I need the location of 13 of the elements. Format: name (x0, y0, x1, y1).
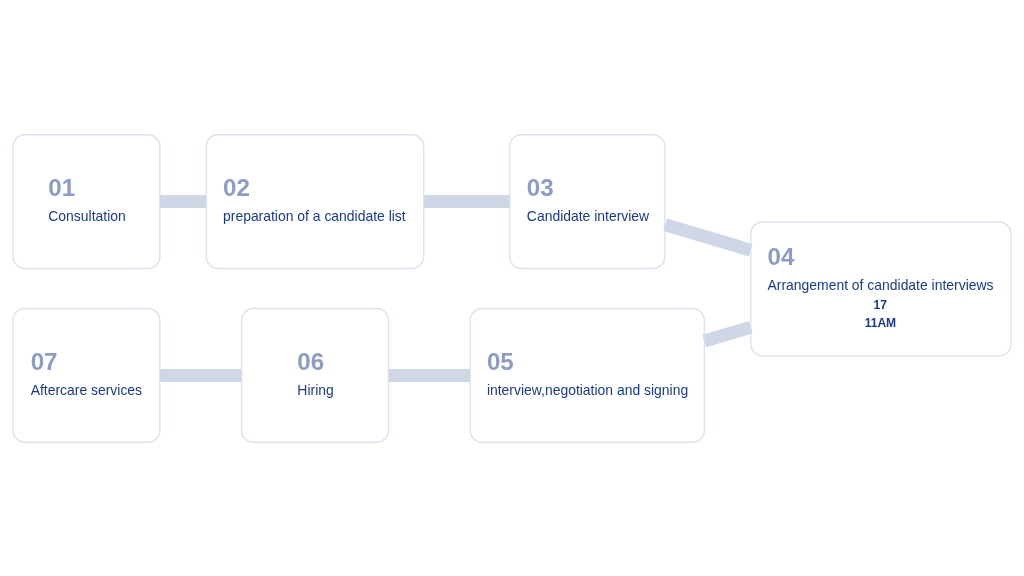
connector (702, 320, 753, 347)
node-box: 02 preparation of a candidate list (205, 133, 425, 269)
node-box: 06 Hiring (240, 307, 390, 443)
node-box: 03 Candidate interview (509, 133, 666, 269)
node-box: 07 Aftercare services (12, 307, 161, 443)
connector (663, 217, 753, 256)
connector (160, 368, 242, 382)
node-box: 04 Arrangement of candidate interviews 17 11AM (750, 220, 1012, 357)
node-box: 01 Consultation (12, 133, 161, 269)
connector (424, 194, 510, 208)
connector (388, 368, 471, 382)
node-box: 05 interview,negotiation and signing (469, 307, 706, 443)
connector (160, 194, 206, 208)
